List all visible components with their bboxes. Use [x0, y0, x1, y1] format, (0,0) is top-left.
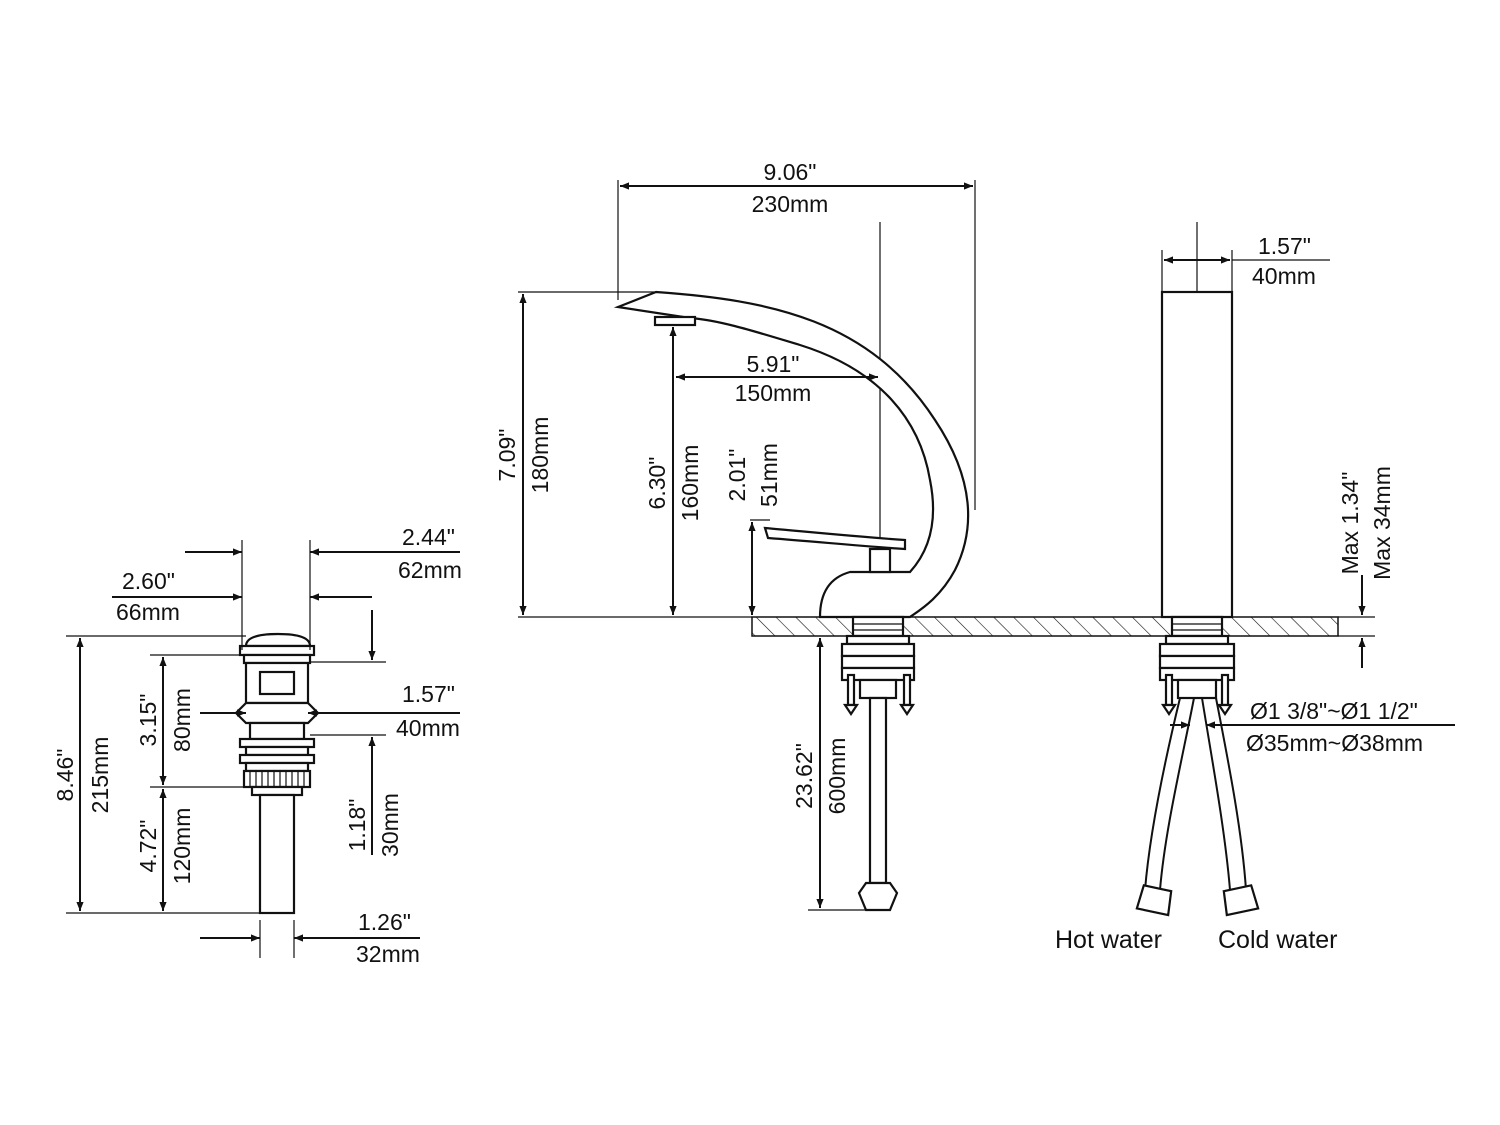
label-32mm: 32mm	[356, 941, 420, 967]
pop-up-drain: 2.44" 62mm 2.60" 66mm 1.57" 40mm 1.26" 3…	[52, 524, 462, 967]
spout-body	[613, 290, 970, 619]
dim-1.18in: 1.18" 30mm	[344, 610, 403, 857]
dim-mounting-hole: Ø1 3/8"~Ø1 1/2" Ø35mm~Ø38mm	[1170, 698, 1455, 756]
label-120mm: 120mm	[169, 808, 195, 885]
label-230mm: 230mm	[752, 191, 829, 217]
label-40mm-drain: 40mm	[396, 715, 460, 741]
dim-5.91in: 5.91" 150mm	[676, 351, 878, 406]
handle-lever	[763, 526, 907, 551]
label-1.57in-drain: 1.57"	[402, 681, 455, 707]
label-5.91in: 5.91"	[747, 351, 800, 377]
label-max-34mm: Max 34mm	[1369, 466, 1395, 580]
aerator	[653, 315, 697, 327]
hot-water-label: Hot water	[1055, 926, 1162, 954]
faucet-body-side	[1160, 290, 1234, 619]
supply-hoses	[1135, 697, 1260, 917]
side-mounting	[1158, 615, 1236, 716]
countertop	[751, 616, 1339, 637]
label-1.26in: 1.26"	[358, 909, 411, 935]
label-150mm: 150mm	[735, 380, 812, 406]
label-600mm: 600mm	[824, 738, 850, 815]
label-hole-mm: Ø35mm~Ø38mm	[1246, 730, 1423, 756]
dim-6.30in: 6.30" 160mm	[644, 327, 703, 615]
dim-1.57in-side: 1.57" 40mm	[1164, 233, 1330, 289]
label-3.15in: 3.15"	[135, 694, 161, 747]
dim-3.15in: 3.15" 80mm	[135, 657, 195, 785]
label-1.18in: 1.18"	[344, 799, 370, 852]
dim-9.06in: 9.06" 230mm	[620, 159, 973, 217]
label-215mm: 215mm	[87, 737, 113, 814]
dim-7.09in: 7.09" 180mm	[494, 294, 553, 615]
drain-extension-lines	[66, 540, 386, 958]
label-9.06in: 9.06"	[764, 159, 817, 185]
faucet-mounting	[840, 615, 916, 912]
label-4.72in: 4.72"	[135, 820, 161, 873]
dim-8.46in: 8.46" 215mm	[52, 638, 113, 911]
dim-23.62in: 23.62" 600mm	[791, 638, 866, 911]
dim-2.60in: 2.60" 66mm	[112, 568, 372, 625]
label-40mm-side: 40mm	[1252, 263, 1316, 289]
faucet-side-view: 1.57" 40mm Max 1.34" Max 34mm Ø1 3/8"~Ø1…	[1055, 222, 1455, 954]
dim-1.26in: 1.26" 32mm	[200, 909, 420, 967]
label-62mm: 62mm	[398, 557, 462, 583]
cold-water-label: Cold water	[1218, 926, 1338, 954]
dim-2.44in: 2.44" 62mm	[185, 524, 462, 583]
label-7.09in: 7.09"	[494, 429, 520, 482]
label-51mm: 51mm	[756, 443, 782, 507]
label-max-1.34in: Max 1.34"	[1337, 472, 1363, 575]
label-80mm: 80mm	[169, 688, 195, 752]
label-1.57in-side: 1.57"	[1258, 233, 1311, 259]
dim-2.01in: 2.01" 51mm	[724, 443, 782, 615]
drain-body	[234, 632, 320, 915]
label-66mm: 66mm	[116, 599, 180, 625]
label-6.30in: 6.30"	[644, 457, 670, 510]
faucet-front-view: 9.06" 230mm 5.91" 150mm 7.09" 180mm 6.30…	[494, 159, 976, 912]
label-2.44in: 2.44"	[402, 524, 455, 550]
dim-1.57in-drain: 1.57" 40mm	[200, 681, 460, 741]
label-23.62in: 23.62"	[791, 743, 817, 809]
label-180mm: 180mm	[527, 417, 553, 494]
label-160mm: 160mm	[677, 445, 703, 522]
label-hole-in: Ø1 3/8"~Ø1 1/2"	[1250, 698, 1418, 724]
label-2.60in: 2.60"	[122, 568, 175, 594]
dim-max-1.34in: Max 1.34" Max 34mm	[1337, 466, 1395, 668]
label-30mm: 30mm	[377, 793, 403, 857]
label-8.46in: 8.46"	[52, 749, 78, 802]
dim-4.72in: 4.72" 120mm	[135, 789, 195, 911]
label-2.01in: 2.01"	[724, 449, 750, 502]
